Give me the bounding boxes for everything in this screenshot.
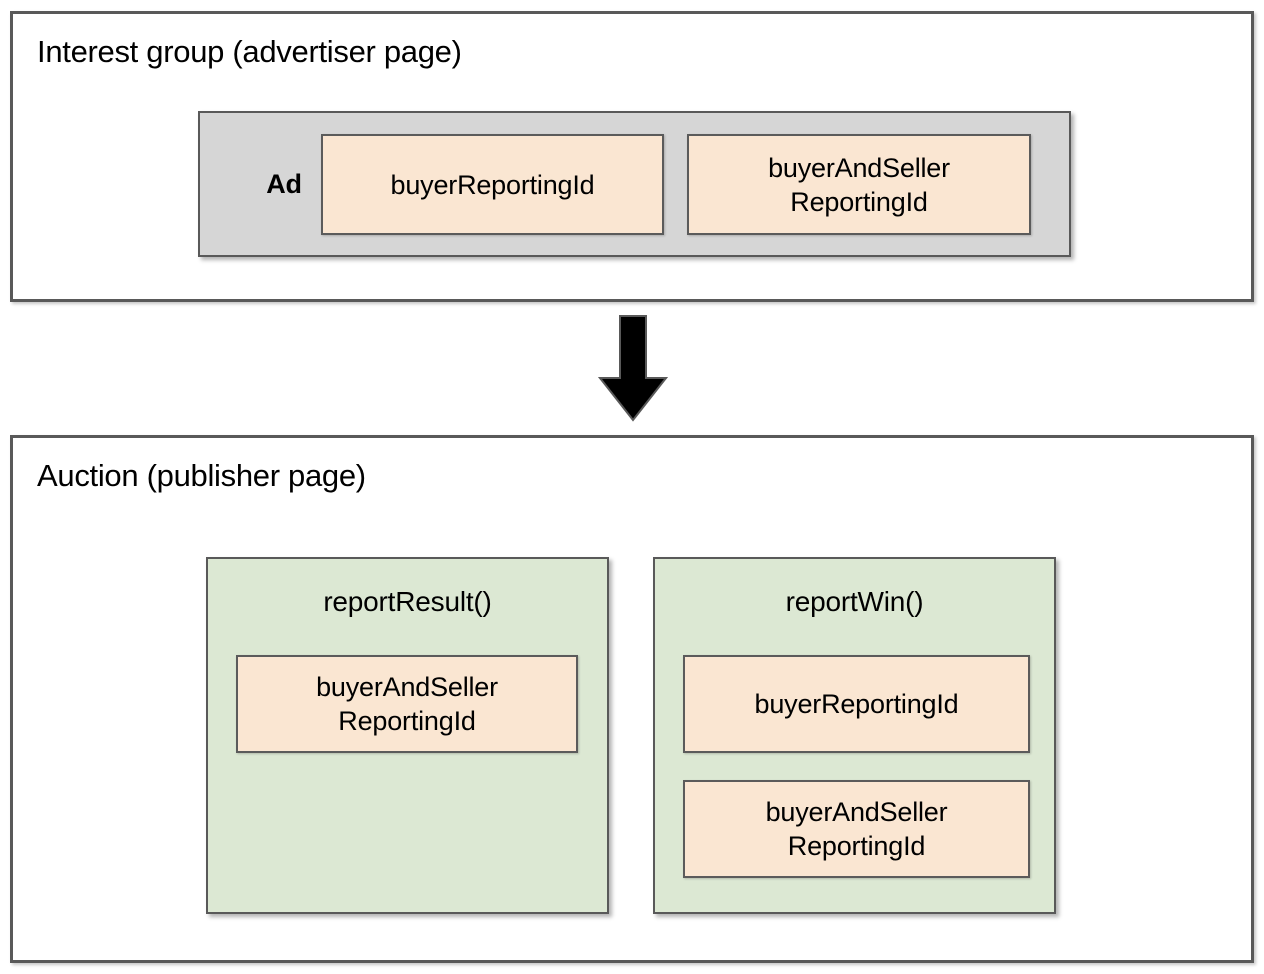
downward-arrow-icon [598, 315, 668, 422]
field-buyer-and-seller-reporting-id: buyerAndSeller ReportingId [236, 655, 578, 753]
function-name-report-result: reportResult() [323, 586, 492, 617]
ad-container: Ad buyerReportingId buyerAndSeller Repor… [198, 111, 1071, 257]
auction-panel: Auction (publisher page) reportResult() … [10, 435, 1254, 963]
field-buyer-and-seller-reporting-id: buyerAndSeller ReportingId [687, 134, 1031, 235]
interest-group-title: Interest group (advertiser page) [37, 34, 462, 69]
field-buyer-reporting-id: buyerReportingId [683, 655, 1030, 753]
auction-title: Auction (publisher page) [37, 458, 366, 493]
function-box-report-result: reportResult() buyerAndSeller ReportingI… [206, 557, 609, 914]
function-box-report-win: reportWin() buyerReportingId buyerAndSel… [653, 557, 1056, 914]
ad-label: Ad [266, 168, 302, 199]
interest-group-panel: Interest group (advertiser page) Ad buye… [10, 11, 1254, 302]
field-buyer-reporting-id: buyerReportingId [321, 134, 664, 235]
function-name-report-win: reportWin() [785, 586, 924, 617]
field-buyer-and-seller-reporting-id: buyerAndSeller ReportingId [683, 780, 1030, 878]
